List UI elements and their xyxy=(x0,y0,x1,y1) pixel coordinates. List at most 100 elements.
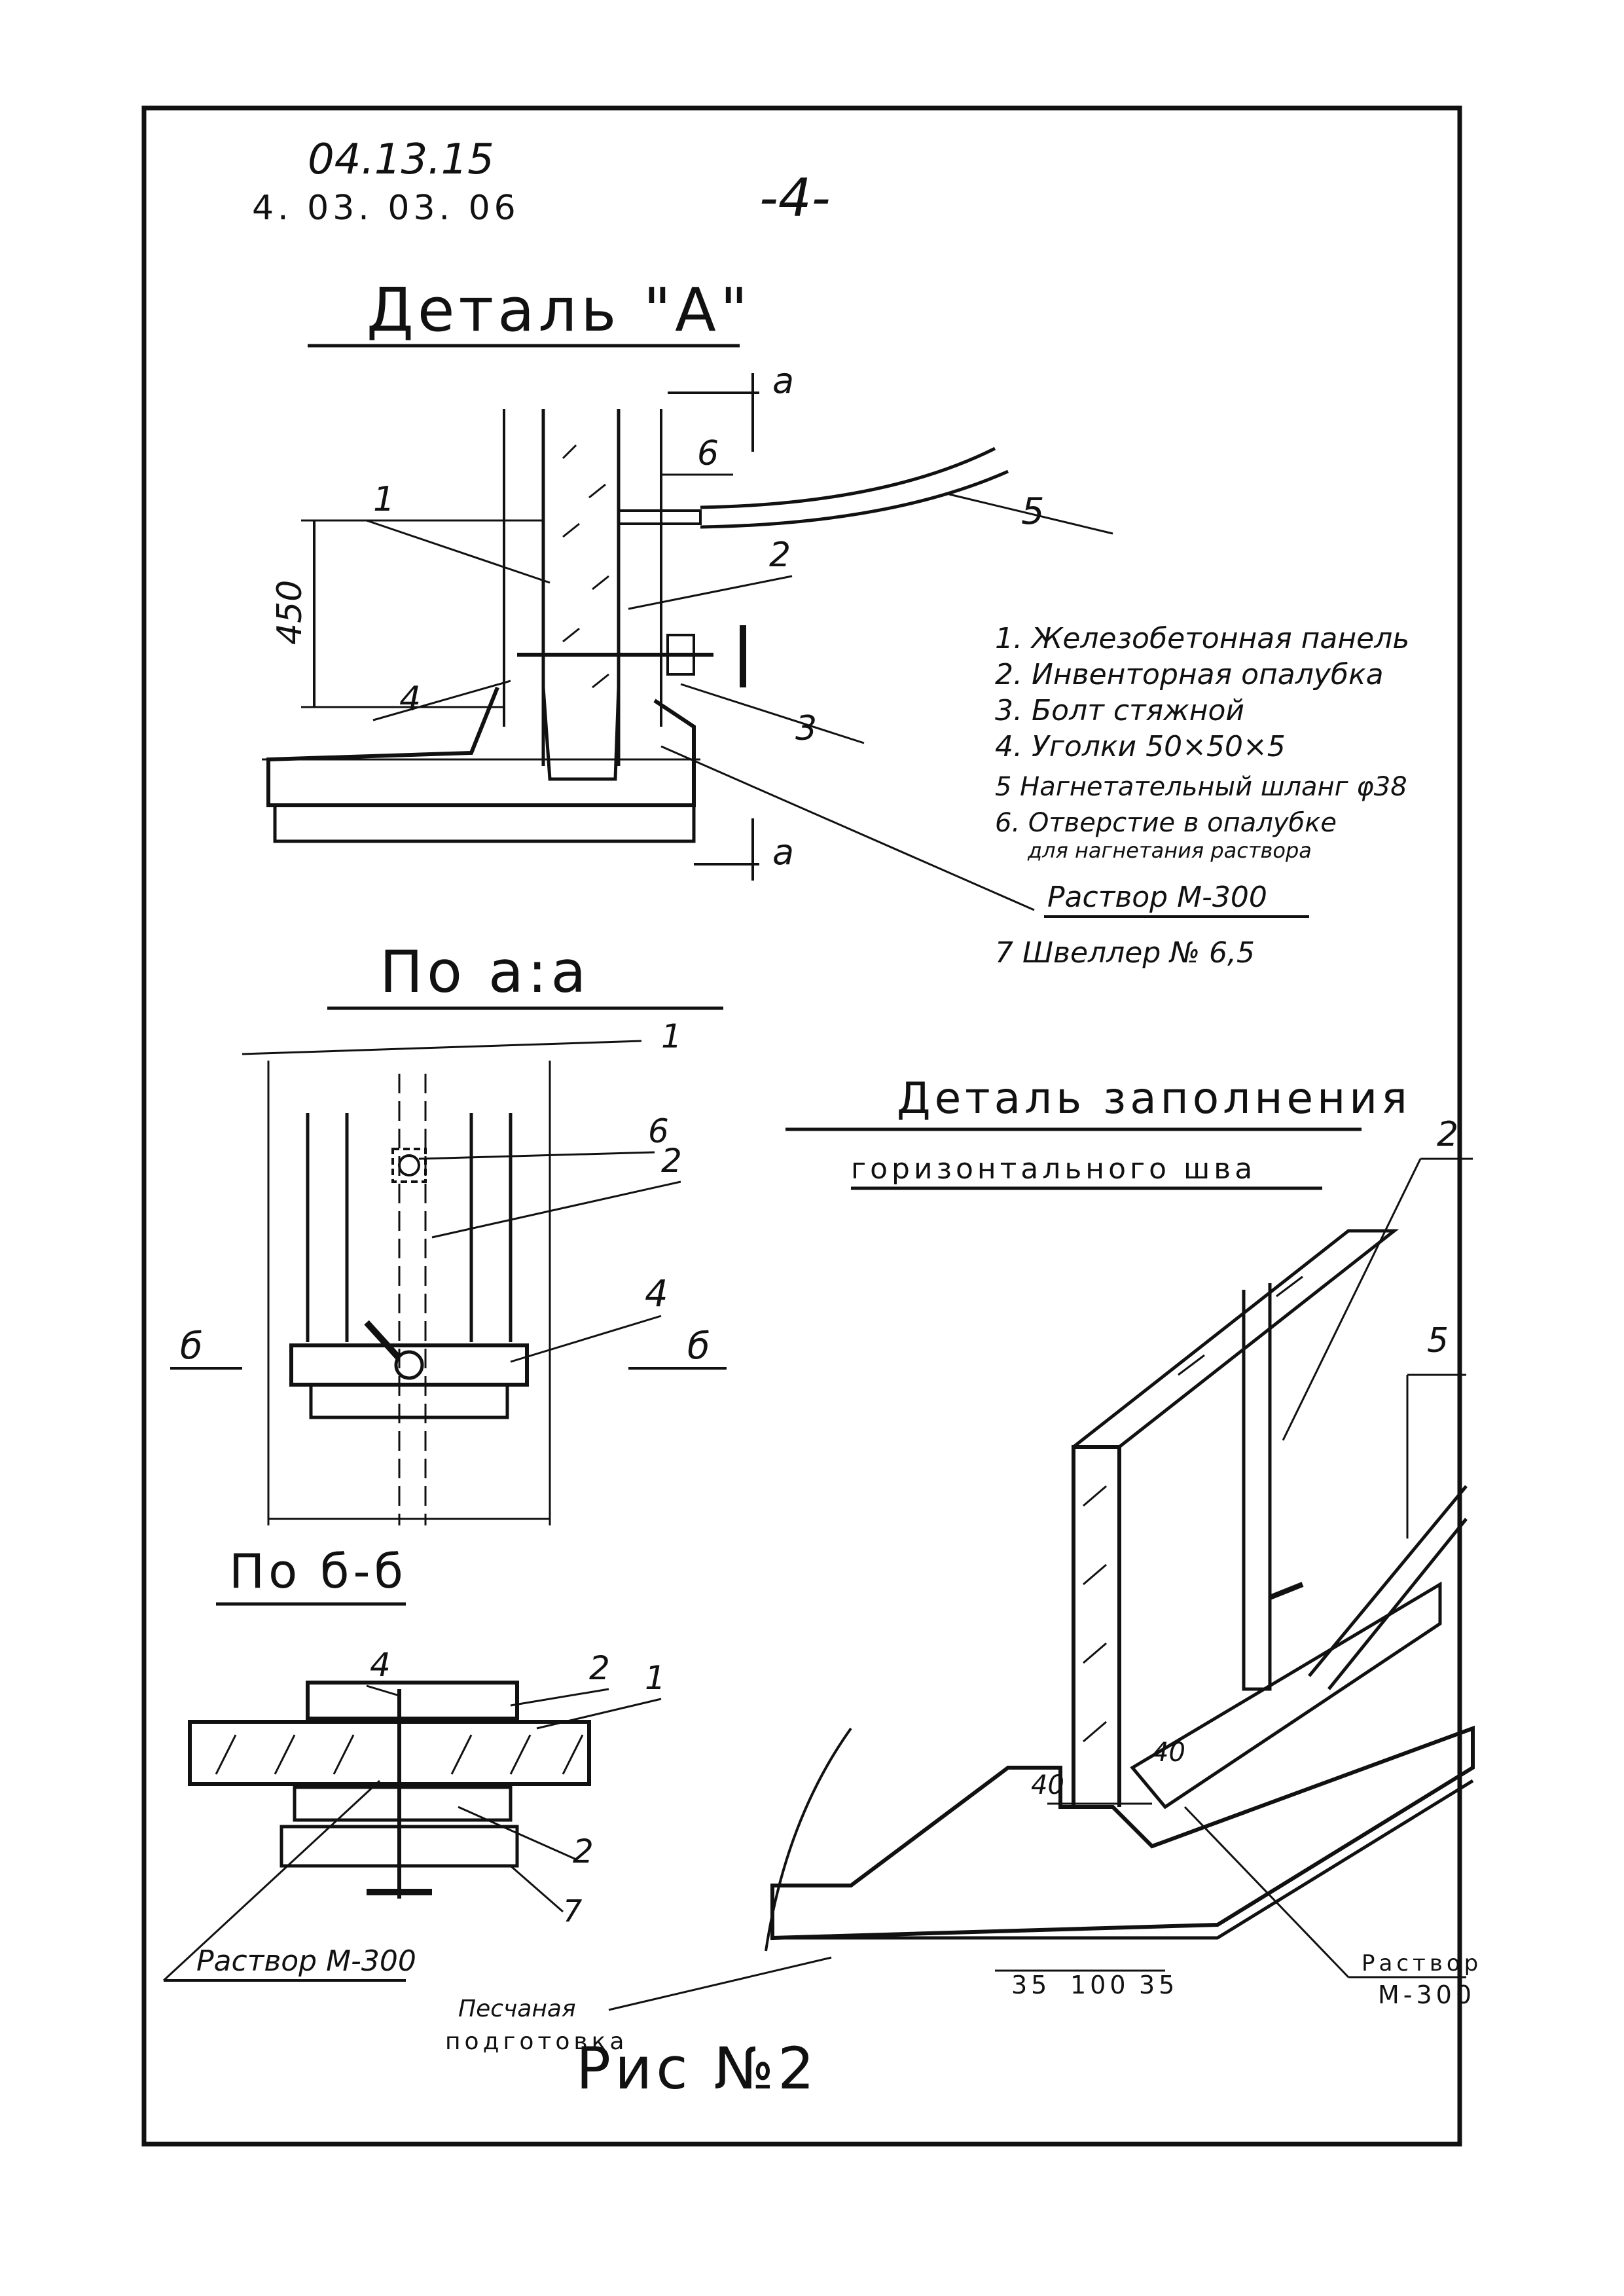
bb-bottom-form xyxy=(293,1785,513,1822)
fill-bolt-handle xyxy=(1269,1582,1304,1600)
detail-fill-title: Деталь заполнения xyxy=(897,1073,1411,1123)
section-mark-bottom: a xyxy=(772,831,794,873)
leader-mortar xyxy=(660,745,1035,911)
bb-top-angle xyxy=(306,1681,519,1721)
bb-mortar-leader xyxy=(162,1779,381,1982)
leader-2 xyxy=(628,575,793,610)
fill-mortar-label-1: Раствор xyxy=(1362,1950,1482,1977)
bb-leader-1 xyxy=(536,1698,662,1730)
legend-item-4: 4. Уголки 50×50×5 xyxy=(995,730,1286,763)
section-mark-top: a xyxy=(772,360,794,401)
legend-item-2: 2. Инвенторная опалубка xyxy=(995,658,1384,691)
leader-3 xyxy=(680,683,865,744)
section-bb: По б-б 4 2 1 2 7 Раствор М-300 Песчаная … xyxy=(162,1544,832,2055)
legend-item-7: 7 Швеллер № 6,5 xyxy=(995,936,1255,970)
wall-panel-top xyxy=(1072,1229,1399,1448)
aa-leader-2 xyxy=(431,1180,681,1239)
aa-leader-1 xyxy=(242,1040,642,1055)
leader-1 xyxy=(366,519,550,584)
aa-channel xyxy=(309,1383,509,1419)
bb-leader-2-bottom xyxy=(458,1806,577,1861)
legend: 1. Железобетонная панель 2. Инвенторная … xyxy=(995,622,1409,970)
callout-4: 4 xyxy=(399,680,421,719)
fill-dim-100: 100 xyxy=(1070,1971,1130,1999)
aa-callout-4: 4 xyxy=(645,1273,668,1315)
joint-groove xyxy=(541,687,621,781)
sheet-frame xyxy=(141,105,1462,2147)
bb-leader-4 xyxy=(366,1685,400,1697)
fill-callout-2: 2 xyxy=(1437,1115,1458,1154)
hose-nozzle xyxy=(617,509,702,525)
ground-slab xyxy=(770,1725,1475,1941)
sand-layer-edge xyxy=(772,1779,1474,1940)
section-aa: По а:а 1 6 2 4 б б xyxy=(170,938,727,1525)
detail-fill-subtitle: горизонтального шва xyxy=(851,1152,1256,1186)
fill-mortar-label-2: М-300 xyxy=(1378,1980,1475,2009)
sand-bed xyxy=(273,803,696,843)
legend-item-1: 1. Железобетонная панель xyxy=(995,622,1409,655)
bb-callout-7: 7 xyxy=(563,1893,582,1929)
panel-hatch xyxy=(562,444,609,689)
detail-a: Деталь "А" a a xyxy=(262,275,1113,911)
hose-top xyxy=(700,446,996,509)
aa-mark-right: б xyxy=(687,1325,710,1368)
section-bb-title: По б-б xyxy=(229,1544,407,1599)
section-aa-title: По а:а xyxy=(380,938,590,1006)
figure-caption: Рис №2 xyxy=(576,2035,818,2102)
hose-bottom xyxy=(700,469,1009,529)
bb-leader-7 xyxy=(510,1865,564,1913)
legend-item-5: 5 Нагнетательный шланг φ38 xyxy=(995,772,1407,802)
fill-formwork xyxy=(1242,1283,1272,1691)
bb-callout-2-bottom: 2 xyxy=(573,1832,594,1870)
callout-1: 1 xyxy=(373,480,395,519)
callout-3: 3 xyxy=(795,709,817,748)
wall-hatch xyxy=(1083,1275,1303,1743)
bb-panel-hatch xyxy=(215,1734,584,1775)
bb-callout-1: 1 xyxy=(645,1659,666,1697)
aa-leader-4 xyxy=(510,1315,662,1363)
legend-item-6b: для нагнетания раствора xyxy=(1027,838,1312,863)
bolt-nut xyxy=(666,634,695,676)
aa-bolt-handle xyxy=(364,1320,402,1361)
fill-hose-2 xyxy=(1327,1518,1468,1690)
aa-callout-2: 2 xyxy=(661,1142,682,1180)
leader-4 xyxy=(372,680,511,721)
legend-item-3: 3. Болт стяжной xyxy=(995,694,1244,727)
aa-injection-hole xyxy=(391,1148,427,1183)
sand-label-1: Песчаная xyxy=(458,1995,576,2022)
leader-2 xyxy=(1282,1158,1422,1441)
ground-break-line xyxy=(765,1727,852,1952)
fill-hose-1 xyxy=(1308,1485,1468,1677)
sand-label-2: подготовка xyxy=(445,2028,628,2055)
header-code-top: 04.13.15 xyxy=(308,136,494,184)
fill-dim-40-right: 40 xyxy=(1152,1738,1185,1768)
detail-a-title: Деталь "А" xyxy=(367,275,751,345)
callout-2: 2 xyxy=(769,536,791,575)
page-number: -4- xyxy=(759,168,831,228)
callout-6: 6 xyxy=(697,434,719,473)
bb-callout-2-top: 2 xyxy=(589,1649,610,1687)
aa-injection-hole-circle xyxy=(398,1154,420,1176)
aa-bolt xyxy=(394,1350,424,1380)
aa-mark-left: б xyxy=(180,1325,203,1368)
legend-item-6: 6. Отверстие в опалубке xyxy=(995,808,1337,838)
aa-leader-6 xyxy=(418,1151,655,1160)
detail-fill: Деталь заполнения горизонтального шва 5 … xyxy=(765,1073,1482,2009)
bb-panel xyxy=(188,1720,591,1786)
fill-dim-35-left: 35 xyxy=(1011,1971,1051,1999)
fill-form-strip xyxy=(1130,1581,1442,1810)
footing-outline xyxy=(266,686,696,807)
fill-dim-35-right: 35 xyxy=(1139,1971,1178,1999)
bb-leader-2-top xyxy=(510,1688,609,1707)
header-code-bottom: 4. 03. 03. 06 xyxy=(252,189,520,228)
leader-5 xyxy=(948,493,1113,535)
fill-callout-5: 5 xyxy=(1427,1321,1449,1360)
bb-callout-4: 4 xyxy=(370,1646,391,1684)
dimension-450: 450 xyxy=(270,580,310,645)
aa-callout-6: 6 xyxy=(648,1112,669,1150)
fill-mortar-leader xyxy=(1183,1806,1350,1978)
bb-mortar-label: Раствор М-300 xyxy=(196,1944,416,1978)
sand-leader xyxy=(608,1956,832,2011)
legend-mortar: Раствор М-300 xyxy=(1047,881,1267,914)
